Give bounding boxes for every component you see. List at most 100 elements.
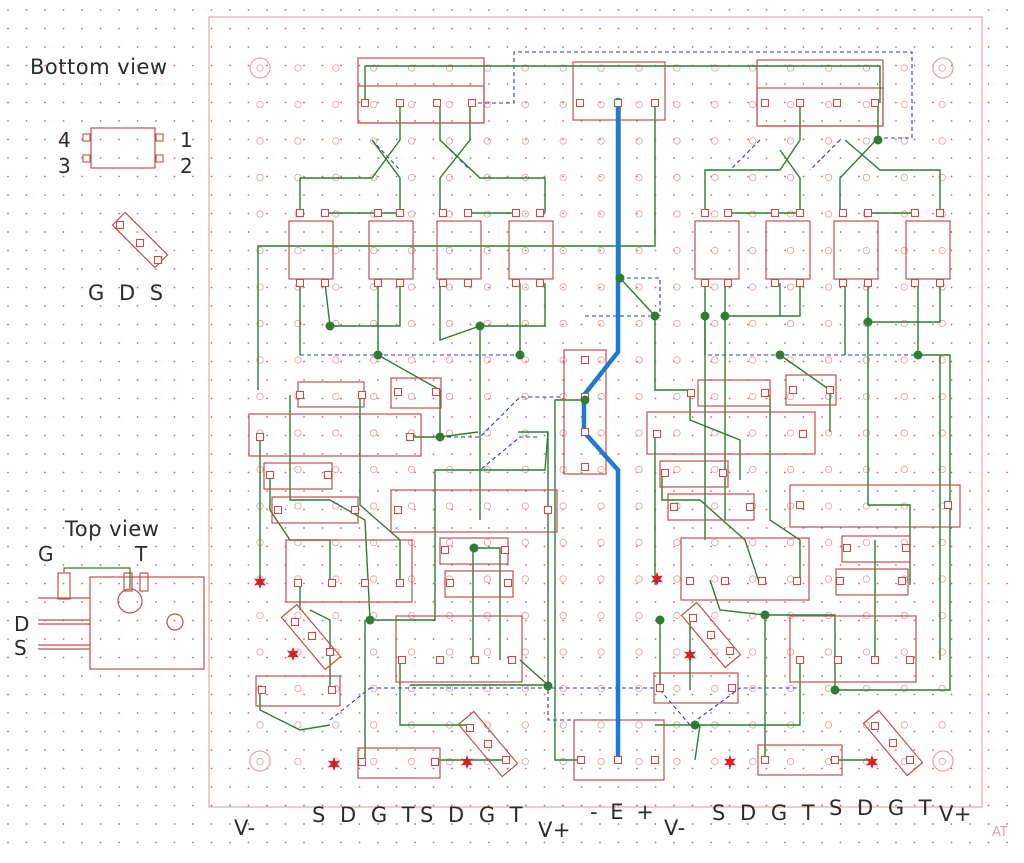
board-hole xyxy=(294,611,302,620)
grid-dot xyxy=(654,268,657,270)
grid-dot xyxy=(488,342,490,344)
grid-dot xyxy=(25,27,28,30)
grid-dot xyxy=(173,101,176,104)
grid-dot xyxy=(950,601,953,603)
grid-dot xyxy=(858,416,860,418)
grid-dot xyxy=(451,120,453,122)
grid-dot xyxy=(340,397,342,400)
grid-dot xyxy=(284,9,287,11)
grid-dot xyxy=(432,379,435,381)
wire xyxy=(765,614,836,690)
grid-dot xyxy=(747,249,749,252)
grid-dot xyxy=(784,360,786,363)
grid-dot xyxy=(414,804,416,807)
grid-dot xyxy=(210,212,213,215)
optocoupler-legend-icon xyxy=(82,127,164,169)
grid-dot xyxy=(155,693,157,696)
grid-dot xyxy=(414,841,416,844)
grid-dot xyxy=(599,638,601,640)
grid-dot xyxy=(210,490,213,492)
grid-dot xyxy=(728,693,731,696)
grid-dot xyxy=(728,416,731,418)
wire xyxy=(439,103,471,213)
grid-dot xyxy=(192,268,194,270)
grid-dot xyxy=(192,527,194,529)
grid-dot xyxy=(432,268,435,270)
grid-dot xyxy=(44,582,46,585)
grid-dot xyxy=(340,120,342,122)
board-hole xyxy=(256,246,264,255)
grid-dot xyxy=(118,120,120,122)
grid-dot xyxy=(7,471,9,474)
grid-dot xyxy=(987,138,990,141)
grid-dot xyxy=(321,9,324,11)
grid-dot xyxy=(414,601,416,603)
grid-dot xyxy=(987,841,990,844)
grid-dot xyxy=(81,582,83,585)
grid-dot xyxy=(969,138,971,141)
grid-dot xyxy=(987,453,990,455)
grid-dot xyxy=(987,675,990,677)
board-hole xyxy=(711,575,719,583)
grid-dot xyxy=(895,83,897,85)
grid-dot xyxy=(895,619,897,622)
grid-dot xyxy=(358,564,361,566)
board-hole xyxy=(294,356,302,364)
grid-dot xyxy=(821,545,823,548)
resistor xyxy=(357,747,441,779)
grid-dot xyxy=(895,453,897,455)
grid-dot xyxy=(192,841,194,844)
grid-dot xyxy=(802,360,805,363)
grid-dot xyxy=(728,138,731,141)
grid-dot xyxy=(913,194,916,196)
grid-dot xyxy=(284,286,287,289)
pad xyxy=(153,255,163,265)
board-hole xyxy=(938,137,946,145)
grid-dot xyxy=(765,712,768,714)
grid-dot xyxy=(81,841,83,844)
grid-dot xyxy=(636,83,638,85)
grid-dot xyxy=(876,545,879,548)
grid-dot xyxy=(562,582,564,585)
grid-dot xyxy=(81,675,83,677)
grid-dot xyxy=(284,749,287,751)
grid-dot xyxy=(340,175,342,178)
grid-dot xyxy=(543,83,546,85)
grid-dot xyxy=(358,120,361,122)
grid-dot xyxy=(784,730,786,733)
grid-dot xyxy=(654,27,657,30)
grid-dot xyxy=(469,619,472,622)
red-marker xyxy=(327,757,341,771)
grid-dot xyxy=(1006,231,1008,233)
grid-dot xyxy=(155,712,157,714)
grid-dot xyxy=(525,656,527,659)
grid-dot xyxy=(673,841,675,844)
grid-dot xyxy=(506,397,509,400)
grid-dot xyxy=(99,64,102,67)
emitter-trace xyxy=(581,98,621,760)
grid-dot xyxy=(802,175,805,178)
grid-dot xyxy=(284,693,287,696)
grid-dot xyxy=(118,416,120,418)
grid-dot xyxy=(765,397,768,400)
grid-dot xyxy=(654,249,657,252)
board-hole xyxy=(256,721,264,729)
grid-dot xyxy=(99,712,102,714)
grid-dot xyxy=(691,101,694,104)
grid-dot xyxy=(580,83,583,85)
board-hole xyxy=(824,173,833,182)
grid-dot xyxy=(839,453,842,455)
grid-dot xyxy=(25,416,28,418)
grid-dot xyxy=(765,786,768,788)
board-hole xyxy=(445,100,454,109)
grid-dot xyxy=(99,656,102,659)
pad xyxy=(465,723,475,733)
board-hole xyxy=(294,246,302,255)
grid-dot xyxy=(136,693,139,696)
grid-dot xyxy=(580,656,583,659)
jumper-wire xyxy=(729,139,761,171)
grid-dot xyxy=(895,157,897,159)
grid-dot xyxy=(321,64,324,67)
grid-dot xyxy=(969,693,971,696)
grid-dot xyxy=(303,194,305,196)
